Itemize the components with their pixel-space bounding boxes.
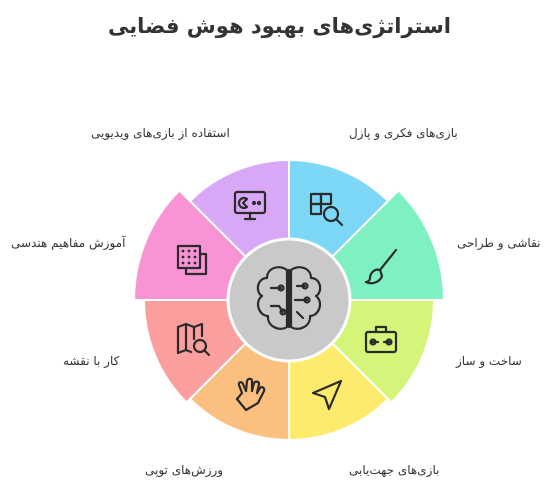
label-geometry: آموزش مفاهیم هندسی	[11, 236, 126, 250]
label-orienteer: بازی‌های جهت‌یابی	[349, 463, 440, 477]
dotted-squares-icon	[176, 244, 208, 276]
toolbox-icon	[364, 325, 398, 354]
map-search-icon	[176, 322, 211, 357]
label-video: استفاده از بازی‌های ویدیویی	[91, 126, 230, 140]
brain-circuit-icon	[256, 266, 322, 330]
paintbrush-icon	[364, 248, 398, 285]
hand-catch-icon	[235, 377, 266, 412]
center-hub	[226, 237, 352, 363]
label-painting: نقاشی و طراحی	[457, 236, 541, 250]
label-puzzles: بازی‌های فکری و پازل	[349, 126, 458, 140]
label-building: ساخت و ساز	[456, 354, 522, 368]
navigation-arrow-icon	[311, 379, 343, 411]
label-maps: کار با نقشه	[63, 354, 120, 368]
diagram-title: استراتژی‌های بهبود هوش فضایی	[108, 14, 451, 38]
puzzle-search-icon	[309, 192, 344, 227]
segment-icons	[176, 190, 398, 412]
label-ballsport: ورزش‌های توپی	[145, 463, 224, 477]
monitor-game-icon	[233, 190, 267, 221]
